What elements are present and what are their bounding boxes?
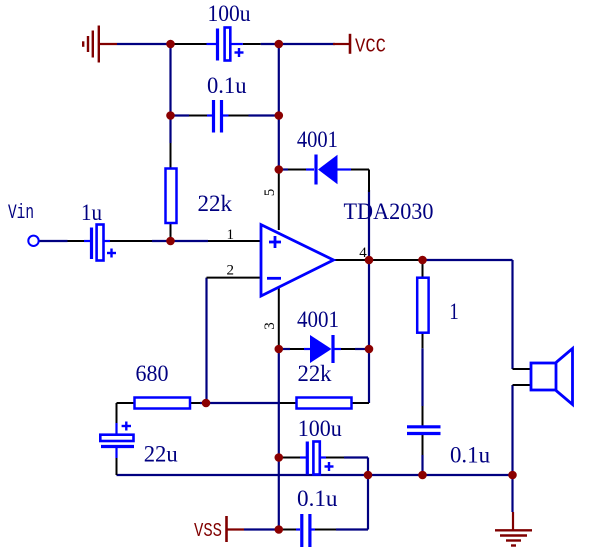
svg-text:22u: 22u [144,442,178,468]
svg-text:0.1u: 0.1u [207,73,247,99]
svg-text:4001: 4001 [297,307,339,333]
svg-text:5: 5 [262,189,278,197]
svg-text:0.1u: 0.1u [450,442,490,468]
svg-text:0.1u: 0.1u [297,486,338,512]
svg-text:Vin: Vin [8,202,34,225]
svg-text:1: 1 [449,299,459,325]
svg-text:22k: 22k [298,361,332,387]
svg-text:100u: 100u [298,416,342,442]
svg-text:VSS: VSS [194,520,222,542]
svg-text:TDA2030: TDA2030 [344,199,434,225]
svg-text:22k: 22k [198,191,233,217]
svg-text:680: 680 [136,361,169,387]
svg-text:VCC: VCC [355,35,386,57]
svg-text:3: 3 [262,322,278,330]
svg-text:2: 2 [227,263,235,279]
svg-text:1u: 1u [81,200,102,226]
svg-text:4001: 4001 [297,127,338,153]
svg-text:1: 1 [227,227,235,243]
svg-text:100u: 100u [208,1,251,27]
svg-text:4: 4 [359,245,367,261]
